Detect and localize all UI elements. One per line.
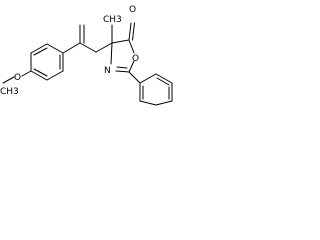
methoxy-methyl-label: CH3 [0,87,19,97]
bond-c2-phenyl [128,71,141,84]
c4-methyl-label: CH3 [103,15,122,25]
bond-c2-n3-a [115,70,130,73]
bond-ch2-c4 [95,42,113,53]
carbonyl-double-a [128,22,132,41]
bond-c4-c5 [111,39,130,44]
chemical-structure: O O O N CH3 CH3 [0,5,173,106]
phenyl-double-1 [156,77,170,86]
ring-nitrogen-label: N [104,66,111,76]
bond-n3-c4 [110,42,113,65]
bond-vinyl-ch2 [79,42,97,53]
anisole-double-3 [33,68,48,77]
bond-methoxy-o [2,76,15,84]
ring-oxygen-label: O [132,54,139,64]
phenyl-bond-5 [139,100,157,106]
phenyl-bond-4 [155,100,173,106]
carbonyl-oxygen-label: O [129,5,136,15]
anisole-bond-5 [46,70,64,81]
ether-oxygen-label: O [14,73,21,83]
bond-ring-vinyl [62,42,81,54]
bond-o-ring [21,70,32,77]
bond-o1-c2 [128,60,135,73]
phenyl-bond-1 [139,73,157,84]
molecule-canvas: O O O N CH3 CH3 [0,0,194,106]
anisole-bond-2 [30,43,48,54]
phenyl-bond-2 [155,73,173,84]
bond-c2-n3-b [116,66,128,69]
bond-c5-o1 [128,39,135,54]
anisole-double-1 [33,47,48,56]
anisole-bond-3 [46,43,64,54]
anisole-bond-6 [30,70,48,81]
carbonyl-double-b [132,22,135,41]
